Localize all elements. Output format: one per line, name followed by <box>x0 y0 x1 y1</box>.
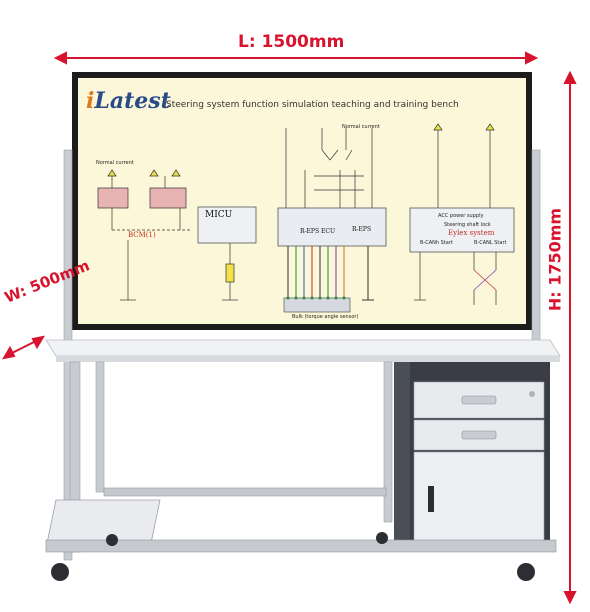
bcm-label: BCM(1) <box>128 231 156 239</box>
eylex-box <box>409 207 515 253</box>
base-rail-front <box>45 539 557 553</box>
schematic-bcm-section <box>97 169 190 301</box>
board-title: Steering system function simulation teac… <box>166 100 459 110</box>
brand-logo: iLatest <box>86 88 171 114</box>
caster-wheels <box>51 532 535 581</box>
power-supply-label: ACC power supply <box>438 213 484 219</box>
width-arrow <box>1 335 46 360</box>
can-start-label-2: B-CANL Start <box>474 240 507 246</box>
drawer-top-handle <box>461 395 497 405</box>
schematic-eylex-section <box>414 123 497 305</box>
normal-current-label-2: Normal current <box>342 124 380 130</box>
tabletop <box>45 339 561 357</box>
length-arrow <box>53 51 539 65</box>
eps-ecu-box <box>277 207 387 247</box>
middle-leg <box>383 361 393 523</box>
base-rail-back <box>103 487 387 497</box>
schematic-eps-section <box>285 128 373 210</box>
height-arrow <box>563 70 577 605</box>
bulk-sensor-label: Bulk (torque angle sensor) <box>292 314 359 320</box>
cabinet-door <box>413 451 545 545</box>
normal-current-label-1: Normal current <box>96 160 134 166</box>
tabletop-edge <box>56 356 560 362</box>
brand-text: Latest <box>94 88 171 114</box>
drawer-lock <box>529 391 535 397</box>
right-post <box>531 149 541 351</box>
cabinet-side <box>394 362 410 552</box>
eps-ecu-label: R-EPS ECU <box>300 228 336 235</box>
can-start-label-1: B-CANh Start <box>420 240 453 246</box>
length-label: L: 1500mm <box>238 32 345 52</box>
torque-sensor-bar <box>283 297 351 313</box>
door-handle <box>428 486 434 512</box>
micu-box <box>197 206 257 244</box>
micu-wiring <box>222 243 238 301</box>
eps-sensor-wires <box>287 246 374 301</box>
display-board-panel <box>78 78 526 324</box>
steering-lock-label: Steering shaft lock <box>444 222 491 228</box>
left-leg-back <box>95 361 105 493</box>
sensor-dots <box>286 296 346 300</box>
height-label: H: 1750mm <box>545 207 565 312</box>
micu-label: MICU <box>205 210 233 220</box>
eps-right-label: R-EPS <box>352 226 372 233</box>
eylex-label: Eylex system <box>448 229 495 237</box>
drawer-middle-handle <box>461 430 497 440</box>
